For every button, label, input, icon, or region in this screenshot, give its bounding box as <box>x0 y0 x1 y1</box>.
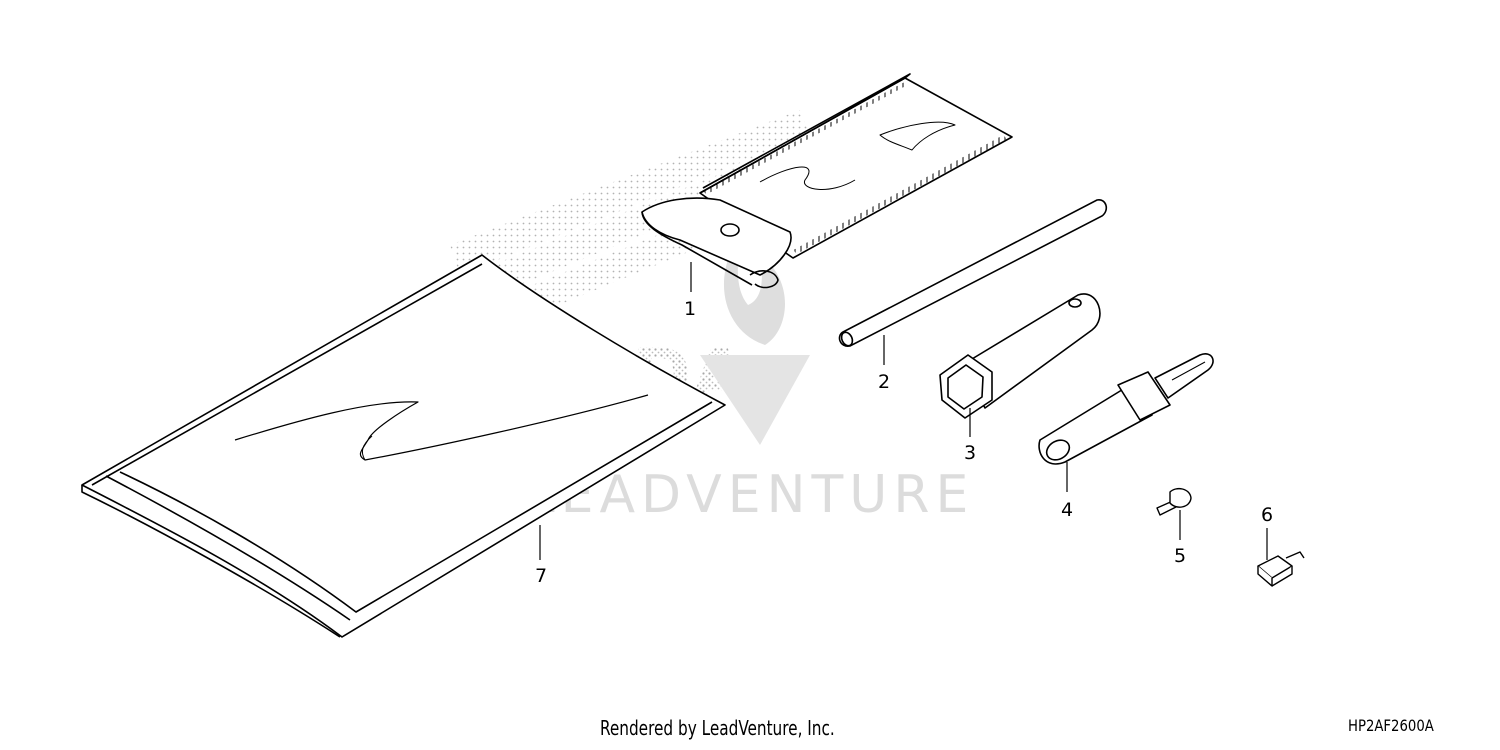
diagram-code: HP2AF2600A <box>1348 716 1434 735</box>
part-7-document-bag <box>81 254 726 638</box>
part-4-plug-wrench <box>1038 353 1214 465</box>
part-5-bolt <box>1156 487 1192 516</box>
callout-part-2: 2 <box>878 371 890 393</box>
rendered-by-credit: Rendered by LeadVenture, Inc. <box>600 716 835 740</box>
callout-part-5: 5 <box>1174 545 1186 567</box>
callout-part-4: 4 <box>1061 499 1073 521</box>
callout-part-7: 7 <box>535 565 547 587</box>
part-6-fuse <box>1257 551 1305 587</box>
leader-lines <box>539 262 1268 560</box>
part-2-tommy-bar <box>838 199 1108 347</box>
part-3-box-wrench <box>939 293 1101 419</box>
callout-part-3: 3 <box>964 442 976 464</box>
part-1-tool-bag <box>641 73 1013 289</box>
callout-part-1: 1 <box>684 298 696 320</box>
callout-part-6: 6 <box>1261 504 1273 526</box>
